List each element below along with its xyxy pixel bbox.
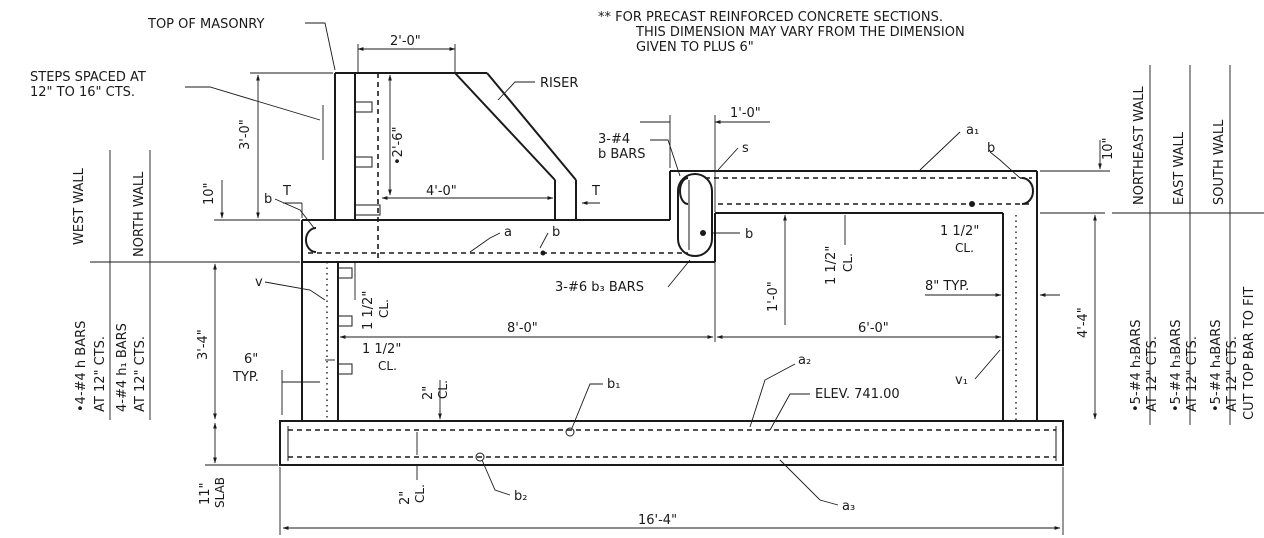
west-bars-1: •4-#4 h BARS	[74, 321, 89, 412]
ne-bars-2: AT 12" CTS.	[1145, 336, 1160, 412]
label-b-well: b	[745, 227, 753, 242]
wall-west: WEST WALL	[72, 167, 87, 245]
dim-6-0: 6'-0"	[858, 321, 889, 336]
label-bars-3-6: 3-#6 b₃ BARS	[555, 280, 644, 295]
label-top-of-masonry: TOP OF MASONRY	[147, 17, 265, 32]
dim-cl-h2: CL.	[378, 359, 397, 373]
label-s: s	[742, 141, 749, 156]
dim-cl-2: CL.	[436, 380, 450, 399]
dim-slab: SLAB	[213, 477, 227, 508]
west-bars-2: AT 12" CTS.	[93, 336, 108, 412]
structure-outline	[279, 72, 1064, 466]
s-bars-3: CUT TOP BAR TO FIT	[1242, 287, 1257, 420]
label-v: v	[255, 275, 263, 290]
s-bars-2: AT 12" CTS.	[1225, 336, 1240, 412]
dim-cl-v2: CL.	[377, 299, 391, 318]
callout-labels: TOP OF MASONRY STEPS SPACED AT 12" TO 16…	[30, 17, 995, 514]
dimension-labels: 2'-0" 3'-0" •2'-6" 4'-0" 10" 10" 1'-0" 1…	[196, 34, 1116, 528]
dim-8-0: 8'-0"	[507, 321, 538, 336]
dim-cl-v1: CL.	[841, 253, 855, 272]
dim-1-0-top: 1'-0"	[730, 106, 761, 121]
s-bars-1: •5-#4 h₄BARS	[1209, 320, 1224, 412]
dim-6-typ-1: 6"	[244, 352, 258, 367]
note-line-1: ** FOR PRECAST REINFORCED CONCRETE SECTI…	[598, 10, 943, 25]
label-b1: b₁	[607, 377, 620, 392]
note-line-3: GIVEN TO PLUS 6"	[636, 40, 754, 55]
dim-1-12-h2: 1 1/2"	[362, 342, 401, 357]
label-bars-3-4-a: 3-#4	[598, 132, 630, 147]
dim-1-0-v: 1'-0"	[766, 281, 781, 312]
dim-3-0: 3'-0"	[238, 119, 253, 150]
dim-10-right: 10"	[1101, 137, 1116, 160]
label-t-left: T	[282, 184, 291, 199]
dim-2-0: 2'-0"	[390, 34, 421, 49]
label-t-right: T	[591, 184, 600, 199]
label-v1: v₁	[955, 373, 968, 388]
dim-1-12-v1: 1 1/2"	[824, 246, 839, 285]
dim-1-12-h1: 1 1/2"	[940, 224, 979, 239]
e-bars-1: •5-#4 h₃BARS	[1169, 320, 1184, 412]
wall-east: EAST WALL	[1172, 131, 1187, 205]
label-b-right: b	[987, 141, 995, 156]
leaders	[185, 22, 1021, 506]
label-riser: RISER	[540, 76, 578, 91]
label-a: a	[504, 225, 512, 240]
label-elev: ELEV. 741.00	[815, 387, 900, 402]
dim-2-cl-b: 2"	[398, 491, 413, 505]
north-bars-1: 4-#4 h₁ BARS	[115, 323, 130, 412]
note-text: ** FOR PRECAST REINFORCED CONCRETE SECTI…	[598, 10, 965, 55]
dim-cl-h1: CL.	[955, 241, 974, 255]
wall-northeast: NORTHEAST WALL	[1132, 86, 1147, 205]
dim-16-4: 16'-4"	[638, 513, 677, 528]
dim-6-typ-2: TYP.	[232, 370, 259, 385]
label-steps-1: STEPS SPACED AT	[30, 70, 146, 85]
dim-2-cl-1: 2"	[421, 386, 436, 400]
label-a1: a₁	[966, 123, 979, 138]
note-line-2: THIS DIMENSION MAY VARY FROM THE DIMENSI…	[635, 25, 965, 40]
dim-4-4: 4'-4"	[1076, 307, 1091, 338]
dimension-lines	[90, 44, 1264, 535]
e-bars-2: AT 12" CTS.	[1185, 336, 1200, 412]
label-steps-2: 12" TO 16" CTS.	[30, 85, 135, 100]
dim-4-0: 4'-0"	[426, 184, 457, 199]
north-bars-2: AT 12" CTS.	[133, 336, 148, 412]
base-slab	[279, 420, 1064, 466]
ne-bars-1: •5-#4 h₂BARS	[1129, 320, 1144, 412]
dim-11: 11"	[198, 482, 213, 505]
dim-8-typ: 8" TYP.	[925, 279, 969, 294]
label-a2: a₂	[798, 353, 811, 368]
dim-cl-b: CL.	[413, 484, 427, 503]
label-b-left: b	[264, 192, 272, 207]
wall-south: SOUTH WALL	[1212, 119, 1227, 205]
wall-labels: WEST WALL NORTH WALL •4-#4 h BARS AT 12"…	[72, 86, 1257, 420]
dim-10-left: 10"	[202, 182, 217, 205]
wall-north: NORTH WALL	[132, 171, 147, 257]
label-b2: b₂	[514, 489, 527, 504]
label-bars-3-4-b: b BARS	[598, 147, 645, 162]
dim-3-4: 3'-4"	[196, 329, 211, 360]
label-a3: a₃	[842, 499, 855, 514]
label-b-mid: b	[552, 225, 560, 240]
dim-1-12-v2: 1 1/2"	[361, 291, 376, 330]
dim-2-6: •2'-6"	[391, 127, 406, 165]
